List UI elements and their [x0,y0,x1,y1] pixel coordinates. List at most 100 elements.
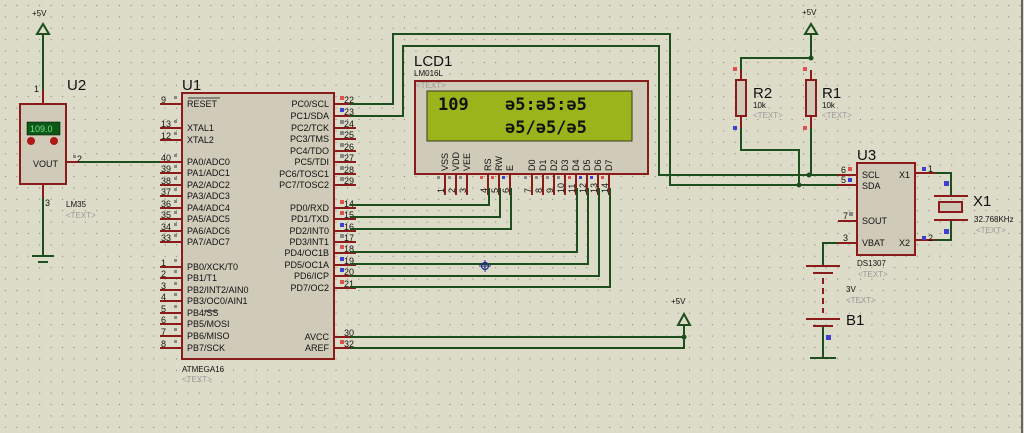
pin-number: 12 [161,131,171,141]
scl-wire [350,45,838,176]
pin-label: RS [483,158,493,171]
pin-number: 3 [161,281,166,291]
u2-lm35[interactable]: +5V 1 U2 109.0 VOUT 2 3 LM35 <TEXT> [19,9,160,263]
pin-number: 30 [344,328,354,338]
pin-label: PA0/ADC0 [187,157,230,167]
pin-label: PC7/TOSC2 [279,180,329,190]
pin-label: PB1/T1 [187,273,217,283]
u3-text: <TEXT> [858,270,888,279]
pin-number: 12 [578,183,588,193]
x1-crystal[interactable]: X1 32.768KHz <TEXT> [934,172,1014,241]
pin-label: PD1/TXD [291,214,330,224]
pin-label: PC4/TDO [290,146,329,156]
lcd-pin-7[interactable]: D07 [523,159,537,195]
pin-number: 8 [534,188,544,193]
pin-number: 33 [161,233,171,243]
u3-pin-3: 3 [843,233,848,243]
lcd-pin-9[interactable]: D29 [545,159,559,195]
lcd1-part: LM016L [414,69,443,78]
pin-number: 29 [344,176,354,186]
u1-pin-16[interactable]: 16 PD2/INT0 [289,222,356,236]
r1-ref: R1 [822,85,841,102]
u3-body [856,162,916,256]
x1-value: 32.768KHz [974,215,1014,224]
pin-label: PC2/TCK [291,123,329,133]
u1-ref: U1 [182,77,201,94]
increment-button[interactable] [50,137,58,145]
lcd-screen [426,90,633,142]
pin-label: D2 [549,159,559,171]
pin-number: 14 [344,199,354,209]
pin-number: 6 [161,315,166,325]
lcd-pin-8[interactable]: D1 8 [534,159,548,195]
pin-number: 13 [589,183,599,193]
x1-ref: X1 [973,193,991,210]
u3-part: DS1307 [857,259,886,268]
pin-number: 39 [161,164,171,174]
lcd1-lm016l[interactable]: LCD1 LM016L <TEXT> 109 ә5:ә5:ә5 ә5/ә5/ә5… [414,53,649,195]
r2-resistor[interactable]: R2 10k <TEXT> [733,67,783,130]
pin-label: PB4/SS [187,308,219,318]
pin-label: PD7/OC2 [290,283,329,293]
u1-pin-24[interactable]: 24 PC2/TCK [291,119,356,133]
pin-number: 38 [161,176,171,186]
u3-scl-label: SCL [862,170,880,180]
pin-number: 16 [344,222,354,232]
u1-pin-29[interactable]: 29 PC7/TOSC2 [279,176,356,190]
pin-label: D1 [538,159,548,171]
b1-battery[interactable]: 3V <TEXT> B1 [806,242,876,359]
r1-resistor[interactable]: R1 10k <TEXT> [803,67,852,130]
pin-label: PB3/OC0/AIN1 [187,296,248,306]
pullup-resistors[interactable]: +5V R2 10k <TEXT> R1 10k <TEXT> [733,8,852,185]
u3-pin-6: 6 [841,165,846,175]
u1-part: ATMEGA16 [182,365,225,374]
decrement-button[interactable] [27,137,35,145]
pin-label: PD2/INT0 [289,226,329,236]
u2-ref: U2 [67,77,86,94]
u3-ds1307[interactable]: U3 6 5 7 3 1 2 SCL SDA SOUT VBAT X1 X2 D… [838,147,935,279]
u2-part: LM35 [66,200,87,209]
pin-label: PD6/ICP [294,271,329,281]
pin-number: 24 [344,119,354,129]
pin-number: 27 [344,153,354,163]
pin-label: AREF [305,343,330,353]
u2-body [19,103,67,185]
u3-pin-2: 2 [928,233,933,243]
pin-label: PA6/ADC6 [187,226,230,236]
pin-number: 32 [344,339,354,349]
pin-number: 18 [344,244,354,254]
pin-number: 8 [161,339,166,349]
